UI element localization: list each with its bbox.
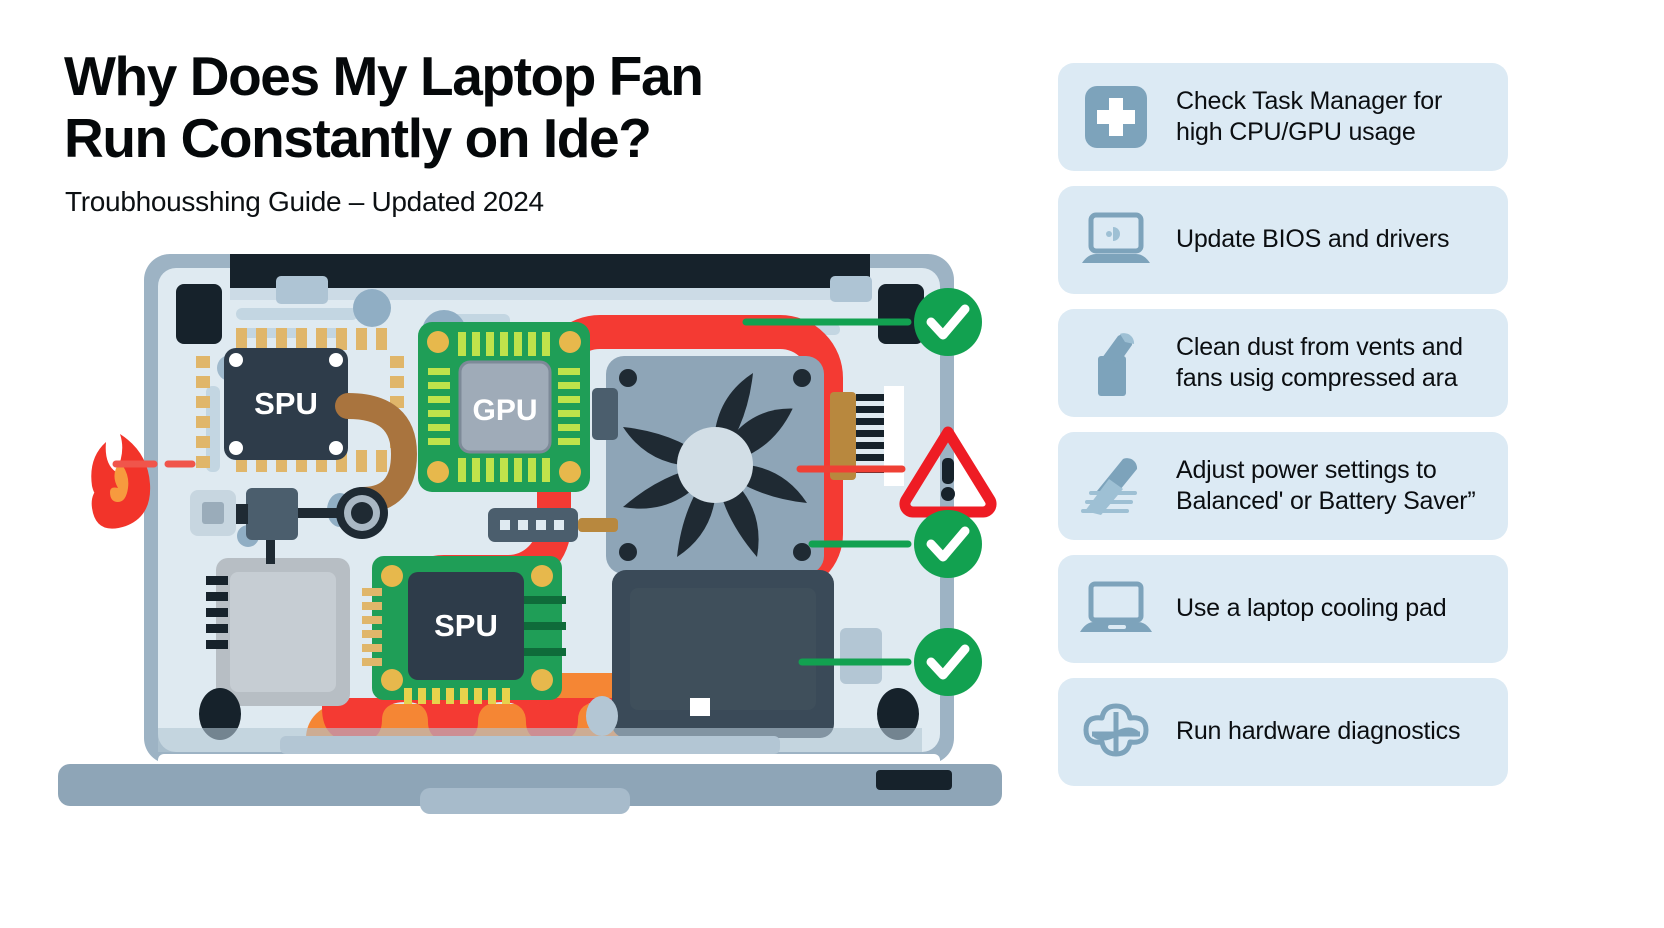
check-marker-top — [914, 288, 982, 356]
check-marker-bottom — [914, 628, 982, 696]
battery-block — [612, 570, 882, 738]
page-title: Why Does My Laptop Fan Run Constantly on… — [64, 45, 704, 169]
tip-label-3: Clean dust from vents and fans usig comp… — [1176, 332, 1463, 393]
check-marker-middle — [914, 510, 982, 578]
laptop-cooling-pad-icon — [1078, 571, 1154, 647]
gpu-board: GPU — [418, 322, 590, 492]
tip-label-4: Adjust power settings to Balanced' or Ba… — [1176, 455, 1476, 516]
tip-label-1: Check Task Manager for high CPU/GPU usag… — [1176, 86, 1443, 147]
first-aid-plus-icon — [1078, 79, 1154, 155]
tip-card-3[interactable]: Clean dust from vents and fans usig comp… — [1058, 309, 1508, 417]
tip-card-1[interactable]: Check Task Manager for high CPU/GPU usag… — [1058, 63, 1508, 171]
tip-card-5[interactable]: Use a laptop cooling pad — [1058, 555, 1508, 663]
diagnostics-fan-icon — [1078, 694, 1154, 770]
chassis-bottom — [58, 688, 1002, 814]
gpu-label: GPU — [472, 394, 537, 427]
tip-label-2: Update BIOS and drivers — [1176, 225, 1450, 254]
tip-label-5: Use a laptop cooling pad — [1176, 594, 1447, 623]
page-subtitle: Troubhousshing Guide – Updated 2024 — [65, 186, 544, 217]
cpu-top-label: SPU — [254, 386, 318, 421]
pin-header — [488, 508, 618, 542]
cpu-chip-top: SPU — [196, 328, 404, 472]
tip-label-6: Run hardware diagnostics — [1176, 717, 1461, 746]
flame-icon — [91, 434, 151, 529]
cpu-chip-bottom: SPU — [362, 556, 566, 704]
cooling-fan — [592, 356, 824, 574]
ribbon-connector — [830, 386, 904, 486]
laptop-screen-icon — [1078, 202, 1154, 278]
laptop-illustration: SPU — [40, 236, 1020, 826]
left-column: Why Does My Laptop Fan Run Constantly on… — [40, 45, 1020, 826]
memory-module — [206, 558, 350, 706]
tip-card-4[interactable]: Adjust power settings to Balanced' or Ba… — [1058, 432, 1508, 540]
air-duster-icon — [1078, 325, 1154, 401]
tip-card-6[interactable]: Run hardware diagnostics — [1058, 678, 1508, 786]
tips-list: Check Task Manager for high CPU/GPU usag… — [1058, 63, 1508, 786]
power-slider-icon — [1078, 448, 1154, 524]
tip-card-2[interactable]: Update BIOS and drivers — [1058, 186, 1508, 294]
small-components — [190, 487, 388, 564]
cpu-bottom-label: SPU — [434, 608, 498, 643]
